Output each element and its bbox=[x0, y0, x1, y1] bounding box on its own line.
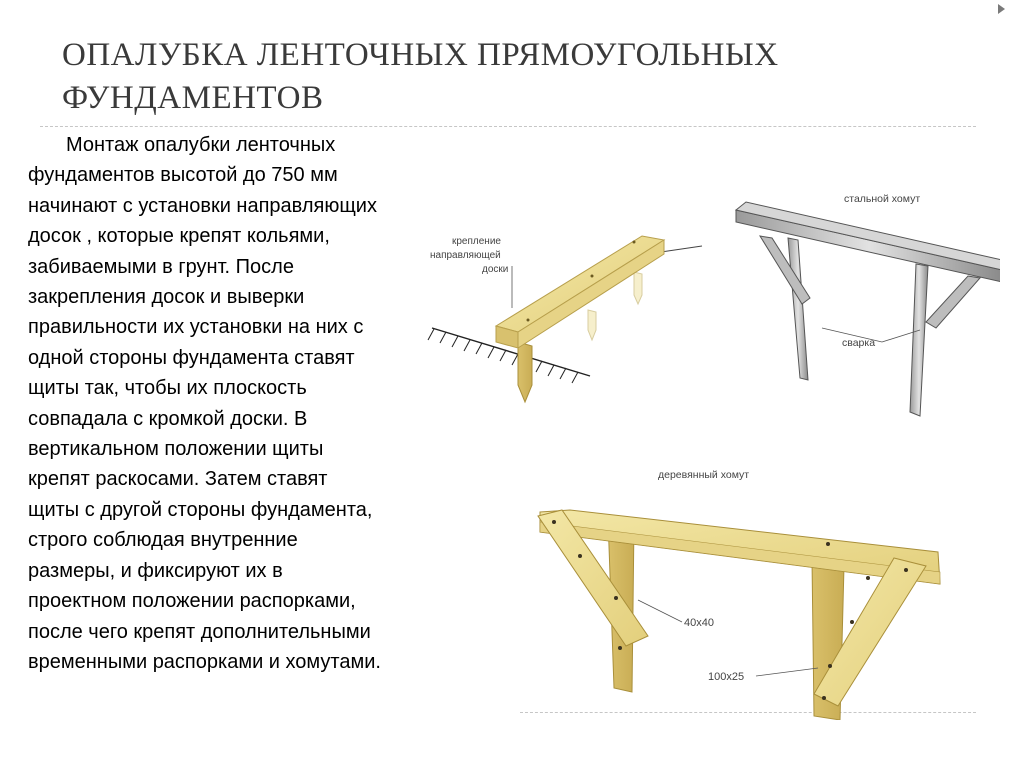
label-guide-board-1: крепление bbox=[452, 236, 501, 247]
label-wooden-clamp: деревянный хомут bbox=[658, 469, 749, 481]
label-guide-board-3: доски bbox=[482, 264, 508, 275]
label-welding: сварка bbox=[842, 337, 875, 349]
guide-board-drawing: крепление направляющей доски bbox=[427, 235, 703, 404]
footer-divider bbox=[520, 712, 976, 713]
title-divider bbox=[40, 126, 976, 127]
label-40x40: 40x40 bbox=[684, 617, 714, 629]
steel-clamp-drawing: стальной хомут сварка bbox=[734, 193, 1000, 417]
label-100x25: 100x25 bbox=[708, 671, 744, 683]
label-steel-clamp: стальной хомут bbox=[844, 193, 920, 205]
bullet-arrow-icon bbox=[998, 4, 1005, 14]
formwork-illustrations: крепление направляющей доски стальной хо… bbox=[427, 193, 1000, 720]
label-guide-board-2: направляющей bbox=[430, 250, 501, 261]
slide-title: ОПАЛУБКА ЛЕНТОЧНЫХ ПРЯМОУГОЛЬНЫХ ФУНДАМЕ… bbox=[62, 37, 779, 116]
wooden-clamp-drawing: деревянный хомут 40x40 100x25 bbox=[537, 469, 941, 720]
body-paragraph: Монтаж опалубки ленточных фундаментов вы… bbox=[28, 134, 381, 673]
